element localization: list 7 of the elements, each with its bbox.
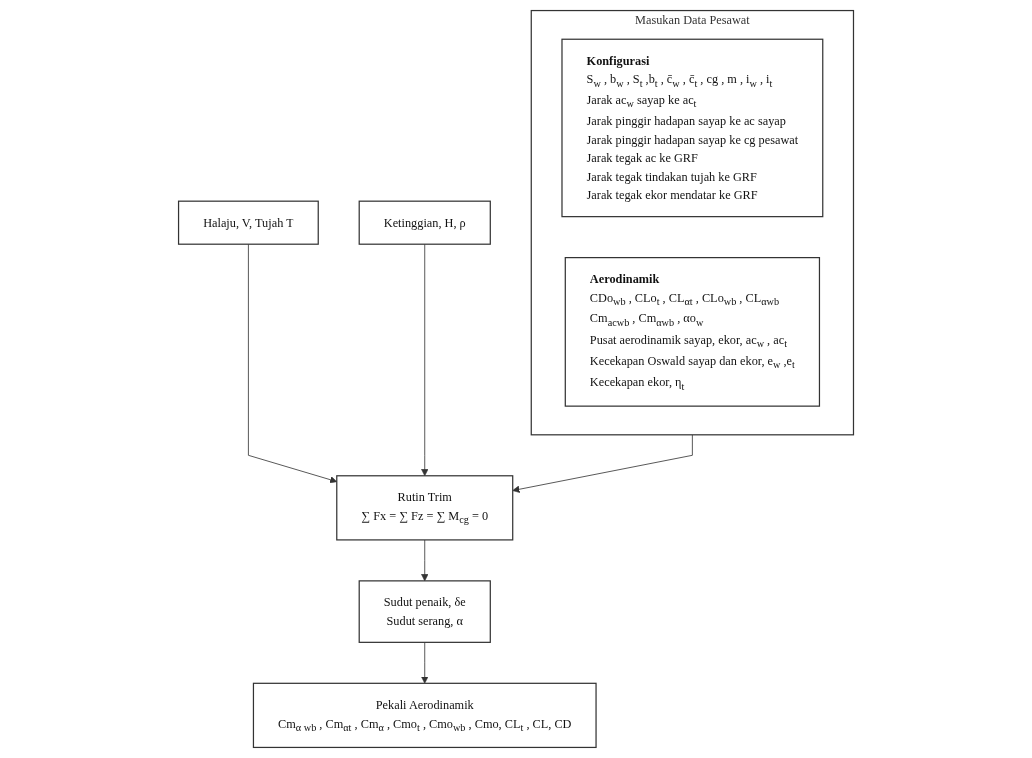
node-box: Aerodinamik CDo$_{wb}$ , CLo$_{t}$ , CL$_{αt}$ , CLo$_{wb}$ , CL$_{αwb}$ Cm$_{acwb}$ , Cm$_{αwb}$ , αo$_{w}$ Pusat aerodinamik sayap, ekor, ac$_{w}$ , ac$_{t}$ Kecekapan Oswald sayap dan ekor, e$_{w}$ ,e$_{t}$ Kecekapan ekor, η$_{t}$ [564, 257, 821, 407]
node-box: Sudut penaik, δe Sudut serang, α [358, 580, 491, 643]
node-box: Konfigurasi S$_{w}$ , b$_{w}$ , S$_{t}$ ,b$_{t}$ , c̄$_{w}$ , c̄$_{t}$ , cg , m , i$_{w}$ , i$_{t}$ Jarak ac$_{w}$ sayap ke ac$_{t}$ Jarak pinggir hadapan sayap ke ac sayap Jarak pinggir hadapan sayap ke cg pesawat Jarak tegak ac ke GRF Jarak tegak tindakan tujah ke GRF Jarak tegak ekor mendatar ke GRF [561, 38, 824, 218]
node-box: Ketinggian, H, ρ [358, 200, 491, 245]
node-box: Pekali Aerodinamik Cm$_{α wb}$ , Cm$_{αt}$ , Cm$_{α}$ , Cmo$_{t}$ , Cmo$_{wb}$ , Cmo, CL$_{t}$ , CL, CD [252, 682, 597, 749]
node-box: Halaju, V, Tujah T [177, 200, 319, 245]
node-box: Rutin Trim ∑ Fx = ∑ Fz = ∑ M$_{cg}$ = 0 [336, 475, 514, 541]
